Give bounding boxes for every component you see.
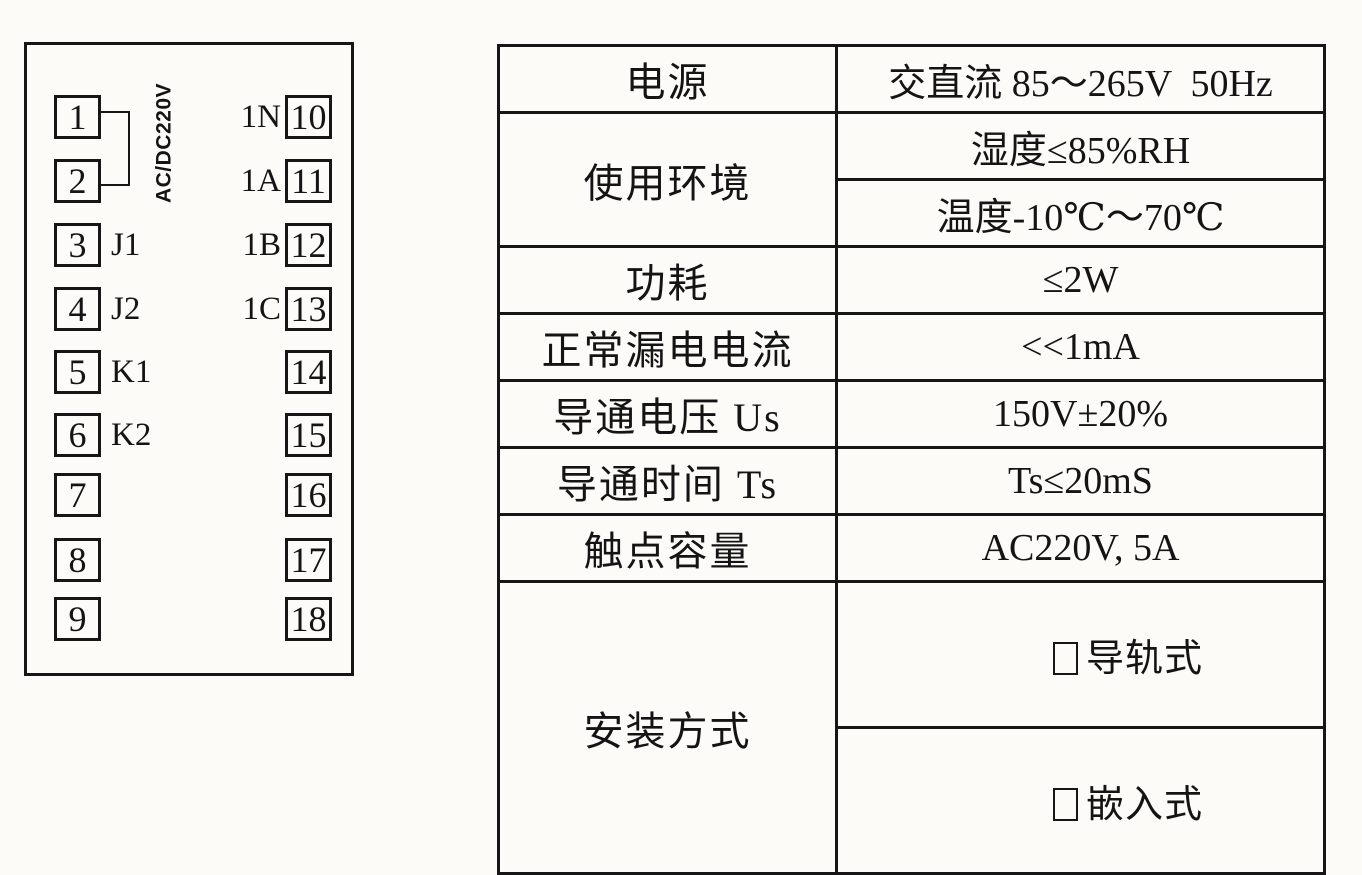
terminal-number: 15 bbox=[290, 415, 327, 455]
terminal-box-4: 4 bbox=[54, 287, 101, 331]
terminal-box-13: 13 bbox=[285, 287, 332, 331]
terminal-number: 7 bbox=[68, 475, 87, 515]
terminal-number: 9 bbox=[68, 599, 87, 639]
terminal-box-17: 17 bbox=[285, 538, 332, 582]
terminal-number: 12 bbox=[290, 225, 327, 265]
terminal-number: 16 bbox=[290, 475, 327, 515]
spec-value-power: 交直流 85～265V 50Hz bbox=[835, 44, 1326, 114]
table-row: 使用环境 湿度≤85%RH bbox=[497, 111, 1326, 248]
terminal-label-j1: J1 bbox=[111, 227, 141, 263]
terminal-diagram: AC/DC220V 1 2 3 J1 4 J2 5 K1 6 K2 7 8 9 … bbox=[24, 42, 354, 676]
terminal-box-6: 6 bbox=[54, 413, 101, 457]
spec-label-consumption: 功耗 bbox=[497, 245, 838, 315]
spec-value-consumption: ≤2W bbox=[835, 245, 1326, 315]
table-row: 功耗 ≤2W bbox=[497, 245, 1326, 315]
terminal-box-11: 11 bbox=[285, 159, 332, 203]
spec-label-contact-capacity: 触点容量 bbox=[497, 513, 838, 583]
terminal-number: 13 bbox=[290, 289, 327, 329]
spec-value-temperature: 温度-10℃～70℃ bbox=[835, 178, 1326, 248]
table-row: 电源 交直流 85～265V 50Hz bbox=[497, 44, 1326, 114]
spec-label-leakage-current: 正常漏电电流 bbox=[497, 312, 838, 382]
terminal-label-1a: 1A bbox=[240, 163, 281, 199]
terminal-label-1b: 1B bbox=[242, 227, 281, 263]
spec-label-mounting: 安装方式 bbox=[497, 580, 838, 875]
mounting-option-label: 嵌入式 bbox=[1085, 784, 1203, 826]
spec-option-flush-mount: 嵌入式 bbox=[835, 726, 1326, 875]
terminal-box-18: 18 bbox=[285, 597, 332, 641]
spec-label-environment: 使用环境 bbox=[497, 111, 838, 248]
terminal-box-15: 15 bbox=[285, 413, 332, 457]
spec-value-humidity: 湿度≤85%RH bbox=[835, 111, 1326, 181]
terminal-box-5: 5 bbox=[54, 350, 101, 394]
terminal-number: 8 bbox=[68, 540, 87, 580]
terminal-number: 6 bbox=[68, 415, 87, 455]
spec-label-conduction-time: 导通时间 Ts bbox=[497, 446, 838, 516]
terminal-box-8: 8 bbox=[54, 538, 101, 582]
terminal-box-14: 14 bbox=[285, 350, 332, 394]
spec-label-power: 电源 bbox=[497, 44, 838, 114]
terminal-box-2: 2 bbox=[54, 159, 101, 203]
terminal-number: 18 bbox=[290, 599, 327, 639]
terminal-number: 14 bbox=[290, 352, 327, 392]
checkbox-icon[interactable] bbox=[1052, 788, 1078, 821]
scanned-spec-page: AC/DC220V 1 2 3 J1 4 J2 5 K1 6 K2 7 8 9 … bbox=[24, 42, 1326, 875]
terminal-label-j2: J2 bbox=[111, 291, 141, 327]
terminal-number: 3 bbox=[68, 225, 87, 265]
terminal-box-1: 1 bbox=[54, 95, 101, 139]
table-row: 安装方式 导轨式 bbox=[497, 580, 1326, 875]
terminal-box-9: 9 bbox=[54, 597, 101, 641]
terminal-number: 1 bbox=[68, 97, 87, 137]
terminal-label-k2: K2 bbox=[111, 417, 152, 453]
spec-value-contact-capacity: AC220V, 5A bbox=[835, 513, 1326, 583]
spec-value-conduction-time: Ts≤20mS bbox=[835, 446, 1326, 516]
terminal-number: 5 bbox=[68, 352, 87, 392]
terminal-label-k1: K1 bbox=[111, 354, 152, 390]
terminal-number: 4 bbox=[68, 289, 87, 329]
spec-value-conduction-voltage: 150V±20% bbox=[835, 379, 1326, 449]
table-row: 正常漏电电流 <<1mA bbox=[497, 312, 1326, 382]
spec-table: 电源 交直流 85～265V 50Hz 使用环境 湿度≤85%RH 温度-10℃… bbox=[497, 44, 1326, 875]
table-row: 导通电压 Us 150V±20% bbox=[497, 379, 1326, 449]
terminal-box-3: 3 bbox=[54, 223, 101, 267]
terminal-number: 17 bbox=[290, 540, 327, 580]
terminal-box-16: 16 bbox=[285, 473, 332, 517]
terminal-number: 10 bbox=[290, 97, 327, 137]
spec-option-rail-mount: 导轨式 bbox=[835, 580, 1326, 729]
power-supply-label: AC/DC220V bbox=[152, 82, 176, 204]
table-row: 导通时间 Ts Ts≤20mS bbox=[497, 446, 1326, 516]
terminal-box-7: 7 bbox=[54, 473, 101, 517]
terminal-number: 2 bbox=[68, 161, 87, 201]
table-row: 温度-10℃～70℃ bbox=[499, 178, 1326, 248]
table-row: 触点容量 AC220V, 5A bbox=[497, 513, 1326, 583]
terminal-box-10: 10 bbox=[285, 95, 332, 139]
checkbox-icon[interactable] bbox=[1052, 642, 1078, 675]
mounting-option-label: 导轨式 bbox=[1085, 638, 1203, 680]
terminal-number: 11 bbox=[291, 161, 326, 201]
terminal-label-1c: 1C bbox=[242, 291, 281, 327]
terminal-label-1n: 1N bbox=[240, 99, 281, 135]
terminal-box-12: 12 bbox=[285, 223, 332, 267]
spec-label-conduction-voltage: 导通电压 Us bbox=[497, 379, 838, 449]
power-wire-bracket bbox=[98, 111, 130, 186]
spec-value-leakage-current: <<1mA bbox=[835, 312, 1326, 382]
